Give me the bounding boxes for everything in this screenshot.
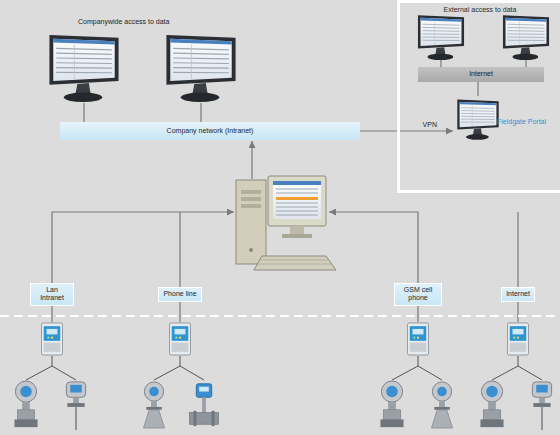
- radar-sensor: [143, 382, 164, 428]
- internet-band: Internet: [418, 67, 544, 82]
- instrument-wire: [392, 356, 442, 380]
- node-text: External access to data: [400, 3, 560, 14]
- node-text: Company network (Intranet): [167, 127, 254, 135]
- fieldgate-portal: Fieldgate Portal: [453, 96, 555, 152]
- network-wire: [83, 103, 84, 122]
- pressure-transmitter: [380, 381, 403, 427]
- node-text: GSM cell phone: [399, 286, 437, 303]
- connector-line: [360, 130, 453, 131]
- radar-sensor: [431, 382, 452, 428]
- connection-box: Lan Intranet: [30, 283, 74, 306]
- connector-line: [477, 82, 478, 96]
- connection-box: GSM cell phone: [394, 283, 442, 306]
- monitor-icon: [166, 35, 235, 102]
- connection-box: Internet: [501, 287, 535, 302]
- node-text: Lan Intranet: [35, 286, 69, 303]
- instrument-wire: [154, 356, 204, 380]
- company-network-band: Company network (Intranet): [60, 122, 360, 140]
- connection-box: Phone line: [158, 287, 202, 302]
- link-wire: [179, 212, 180, 322]
- link-wire: [52, 212, 234, 322]
- central-computer: [236, 176, 336, 270]
- region-label: Companywide access to data: [78, 18, 169, 25]
- fieldgate-unit: [169, 323, 190, 355]
- link-wire: [517, 212, 518, 322]
- level-probe: [66, 382, 85, 430]
- internet-wire: [525, 60, 526, 67]
- fieldgate-unit: [41, 323, 62, 355]
- network-wire: [200, 103, 201, 122]
- monitor-icon: [49, 35, 118, 102]
- pressure-transmitter: [480, 381, 503, 427]
- internet-wire: [440, 60, 441, 67]
- fieldgate-unit: [507, 323, 528, 355]
- node-text: Internet: [506, 290, 530, 298]
- node-text: Fieldgate Portal: [497, 118, 546, 126]
- fieldgate-unit: [407, 323, 428, 355]
- node-text: Phone line: [163, 290, 196, 298]
- monitor-icon: [503, 15, 549, 60]
- node-text: Internet: [469, 70, 493, 78]
- connector-label: VPN: [421, 121, 439, 128]
- level-probe: [532, 382, 551, 430]
- link-wire: [329, 212, 418, 322]
- external-access-region: External access to dataInternetFieldgate…: [397, 0, 560, 193]
- instrument-wire: [492, 356, 542, 380]
- flow-meter: [190, 384, 219, 426]
- monitor-icon: [418, 15, 464, 60]
- site-separator: [0, 315, 560, 317]
- pressure-transmitter: [14, 381, 37, 427]
- portal-monitor-icon: [457, 100, 498, 140]
- uplink-arrow: [251, 141, 252, 179]
- instrument-wire: [26, 356, 76, 380]
